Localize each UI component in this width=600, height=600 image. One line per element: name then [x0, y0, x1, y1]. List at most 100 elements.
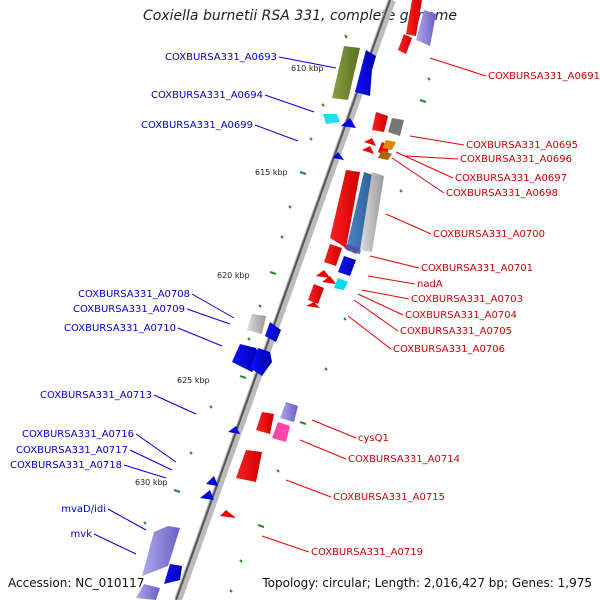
gene-feature[interactable]	[250, 348, 272, 376]
tick-mark	[239, 559, 243, 563]
gene-feature[interactable]	[341, 118, 356, 128]
gene-label[interactable]: COXBURSA331_A0696	[460, 154, 572, 165]
leader-line	[93, 533, 137, 555]
gene-feature[interactable]	[236, 450, 262, 482]
gene-feature[interactable]	[228, 426, 240, 434]
gene-label[interactable]: COXBURSA331_A0713	[40, 390, 152, 401]
tick-mark	[344, 34, 348, 39]
gene-label[interactable]: COXBURSA331_A0709	[73, 304, 185, 315]
gene-feature[interactable]	[330, 170, 360, 248]
leader-line	[299, 439, 347, 460]
gene-label[interactable]: COXBURSA331_A0708	[78, 289, 190, 300]
gene-label[interactable]: mvaD/idi	[61, 504, 106, 515]
gene-feature[interactable]	[136, 584, 160, 600]
gene-feature[interactable]	[323, 114, 340, 124]
gene-feature[interactable]	[256, 412, 274, 434]
gene-feature[interactable]	[362, 146, 374, 154]
leader-line	[107, 508, 147, 531]
gene-label[interactable]: cysQ1	[358, 433, 389, 444]
gene-feature[interactable]	[306, 302, 320, 308]
gene-feature[interactable]	[338, 256, 356, 276]
gene-label[interactable]: COXBURSA331_A0705	[400, 326, 512, 337]
gene-label[interactable]: COXBURSA331_A0700	[433, 229, 545, 240]
gene-feature[interactable]	[142, 526, 180, 576]
gene-feature[interactable]	[206, 476, 218, 486]
gene-label[interactable]: nadA	[417, 279, 443, 290]
gene-label[interactable]: COXBURSA331_A0703	[411, 294, 523, 305]
gene-feature[interactable]	[360, 172, 384, 252]
gene-label[interactable]: COXBURSA331_A0719	[311, 547, 423, 558]
leader-line	[367, 275, 416, 285]
tick-mark	[299, 171, 307, 175]
gene-label[interactable]: COXBURSA331_A0701	[421, 263, 533, 274]
tick-mark	[239, 375, 247, 379]
gene-feature[interactable]	[382, 140, 396, 150]
gene-feature[interactable]	[333, 152, 344, 160]
gene-feature[interactable]	[398, 34, 412, 54]
leader-line	[285, 479, 332, 498]
gene-feature[interactable]	[272, 422, 290, 442]
gene-feature[interactable]	[378, 150, 392, 160]
gene-label[interactable]: COXBURSA331_A0716	[22, 429, 134, 440]
gene-feature[interactable]	[372, 112, 388, 132]
gene-label[interactable]: COXBURSA331_A0706	[393, 344, 505, 355]
backbone	[174, 0, 396, 600]
gene-feature[interactable]	[247, 314, 266, 334]
gene-feature[interactable]	[164, 564, 182, 584]
leader-line	[391, 157, 445, 194]
gene-feature[interactable]	[355, 50, 376, 96]
gene-feature[interactable]	[344, 244, 360, 254]
backbone-edge	[175, 0, 391, 600]
leader-line	[357, 293, 404, 316]
tick-mark	[247, 337, 251, 341]
gene-label[interactable]: COXBURSA331_A0697	[455, 173, 567, 184]
gene-feature[interactable]	[332, 46, 360, 100]
gene-feature[interactable]	[388, 118, 404, 136]
gene-feature[interactable]	[322, 276, 336, 284]
tick-mark	[309, 137, 313, 141]
tick-mark	[280, 235, 284, 239]
kbp-tick-label: 630 kbp	[135, 478, 168, 487]
gene-feature[interactable]	[280, 402, 298, 422]
leader-line	[409, 135, 465, 146]
gene-label[interactable]: COXBURSA331_A0694	[151, 90, 263, 101]
gene-feature[interactable]	[220, 510, 236, 518]
gene-label[interactable]: COXBURSA331_A0691	[488, 71, 600, 82]
leader-line	[405, 155, 459, 160]
gene-feature[interactable]	[364, 138, 376, 146]
gene-label[interactable]: COXBURSA331_A0704	[405, 310, 517, 321]
tick-mark	[258, 304, 262, 308]
gene-feature[interactable]	[334, 278, 348, 290]
leader-line	[385, 213, 432, 235]
gene-label[interactable]: COXBURSA331_A0695	[466, 140, 578, 151]
gene-label[interactable]: COXBURSA331_A0693	[165, 52, 277, 63]
gene-feature[interactable]	[316, 270, 330, 278]
tick-mark	[288, 205, 292, 209]
gene-feature[interactable]	[416, 10, 436, 46]
leader-line	[264, 94, 315, 113]
gene-feature[interactable]	[308, 284, 324, 304]
gene-feature[interactable]	[265, 322, 281, 342]
tick-mark	[189, 451, 193, 455]
leader-line	[123, 464, 167, 479]
gene-feature[interactable]	[346, 172, 376, 254]
gene-label[interactable]: COXBURSA331_A0714	[348, 454, 460, 465]
kbp-tick-label: 625 kbp	[177, 376, 210, 385]
leader-line	[254, 124, 299, 142]
leader-line	[278, 56, 337, 69]
gene-label[interactable]: mvk	[71, 529, 93, 540]
gene-label[interactable]: COXBURSA331_A0710	[64, 323, 176, 334]
tick-mark	[143, 521, 147, 525]
gene-label[interactable]: COXBURSA331_A0698	[446, 188, 558, 199]
gene-label[interactable]: COXBURSA331_A0715	[333, 492, 445, 503]
gene-label[interactable]: COXBURSA331_A0718	[10, 460, 122, 471]
gene-feature[interactable]	[200, 490, 214, 500]
gene-label[interactable]: COXBURSA331_A0699	[141, 120, 253, 131]
tick-mark	[399, 189, 403, 193]
gene-feature[interactable]	[324, 244, 342, 266]
leader-line	[429, 57, 487, 77]
gene-feature[interactable]	[406, 0, 422, 36]
tick-mark	[276, 469, 280, 473]
leader-line	[177, 327, 223, 347]
gene-label[interactable]: COXBURSA331_A0717	[16, 445, 128, 456]
